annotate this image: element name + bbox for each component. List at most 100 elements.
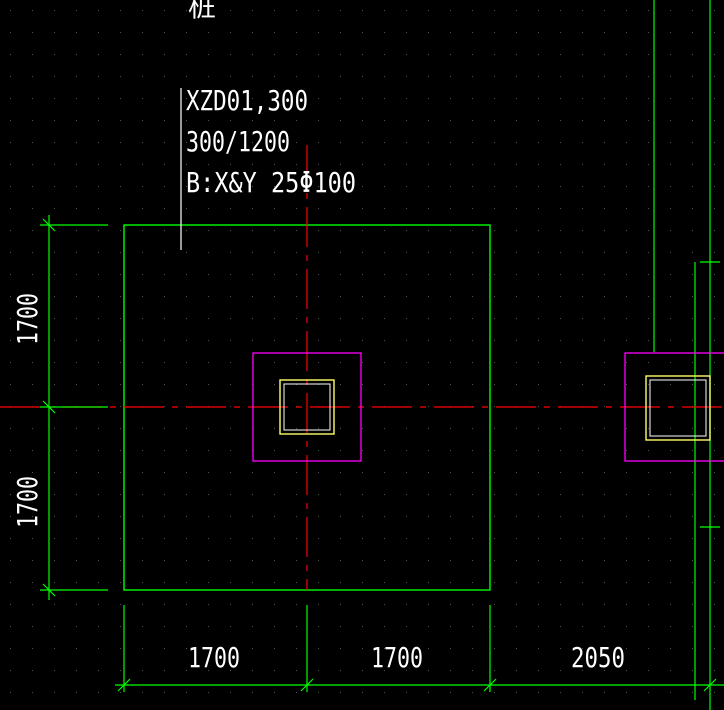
annotation-line-1[interactable]: XZD01,300: [186, 84, 308, 117]
grid-dot: [252, 10, 253, 11]
grid-dot: [98, 670, 99, 671]
column-outer[interactable]: [279, 379, 335, 435]
grid-dot: [450, 692, 451, 693]
right-column-frame[interactable]: [624, 352, 724, 462]
grid-dot: [32, 10, 33, 11]
grid-dot: [186, 582, 187, 583]
grid-dot: [384, 32, 385, 33]
grid-dot: [164, 230, 165, 231]
grid-dot: [54, 164, 55, 165]
grid-dot: [560, 560, 561, 561]
grid-dot: [604, 582, 605, 583]
grid-dot: [296, 670, 297, 671]
grid-dot: [186, 10, 187, 11]
grid-dot: [142, 98, 143, 99]
grid-dot: [32, 98, 33, 99]
grid-dot: [450, 54, 451, 55]
grid-dot: [604, 98, 605, 99]
grid-dot: [714, 208, 715, 209]
grid-dot: [538, 428, 539, 429]
grid-dot: [450, 10, 451, 11]
grid-dot: [428, 428, 429, 429]
grid-dot: [98, 32, 99, 33]
grid-dot: [604, 604, 605, 605]
grid-dot: [318, 164, 319, 165]
grid-dot: [384, 582, 385, 583]
grid-dot: [406, 230, 407, 231]
grid-dot: [32, 76, 33, 77]
grid-dot: [296, 582, 297, 583]
grid-dot: [626, 472, 627, 473]
grid-dot: [54, 472, 55, 473]
grid-dot: [54, 54, 55, 55]
grid-dot: [208, 626, 209, 627]
grid-dot: [516, 230, 517, 231]
grid-dot: [120, 54, 121, 55]
column-frame[interactable]: [252, 352, 362, 462]
grid-dot: [538, 692, 539, 693]
grid-dot: [10, 560, 11, 561]
grid-dot: [274, 54, 275, 55]
grid-dot: [208, 32, 209, 33]
grid-dot: [120, 340, 121, 341]
grid-dot: [582, 626, 583, 627]
column-inner: [283, 383, 331, 431]
annotation-line-2[interactable]: 300/1200: [186, 125, 290, 158]
grid-dot: [692, 604, 693, 605]
grid-dot: [648, 692, 649, 693]
grid-dot: [274, 472, 275, 473]
grid-dot: [406, 428, 407, 429]
grid-dot: [626, 670, 627, 671]
grid-dot: [10, 164, 11, 165]
right-column-outer[interactable]: [645, 375, 711, 441]
grid-dot: [670, 472, 671, 473]
grid-dot: [208, 670, 209, 671]
grid-dot: [274, 516, 275, 517]
grid-dot: [54, 98, 55, 99]
grid-dot: [10, 648, 11, 649]
grid-dot: [714, 230, 715, 231]
grid-dot: [32, 186, 33, 187]
grid-dot: [230, 318, 231, 319]
grid-dot: [186, 494, 187, 495]
grid-dot: [208, 560, 209, 561]
grid-dot: [208, 208, 209, 209]
grid-dot: [318, 230, 319, 231]
horizontal-dimension-right-text: 2050: [571, 641, 625, 674]
grid-dot: [714, 164, 715, 165]
grid-dot: [582, 252, 583, 253]
grid-dot: [648, 318, 649, 319]
annotation-line-3[interactable]: B:X&Y 25Φ100: [186, 166, 356, 199]
grid-dot: [538, 318, 539, 319]
grid-dot: [406, 208, 407, 209]
grid-dot: [450, 296, 451, 297]
grid-dot: [10, 340, 11, 341]
grid-dot: [120, 142, 121, 143]
grid-dot: [230, 428, 231, 429]
grid-dot: [692, 582, 693, 583]
grid-dot: [582, 54, 583, 55]
grid-dot: [362, 10, 363, 11]
grid-dot: [208, 10, 209, 11]
grid-dot: [98, 538, 99, 539]
grid-dot: [538, 32, 539, 33]
grid-dot: [450, 164, 451, 165]
grid-dot: [98, 76, 99, 77]
grid-dot: [714, 10, 715, 11]
grid-dot: [538, 296, 539, 297]
grid-dot: [406, 32, 407, 33]
grid-dot: [76, 582, 77, 583]
grid-dot: [692, 54, 693, 55]
grid-dot: [450, 428, 451, 429]
grid-dot: [76, 10, 77, 11]
grid-dot: [230, 560, 231, 561]
grid-dot: [516, 98, 517, 99]
grid-dot: [274, 450, 275, 451]
grid-dot: [604, 318, 605, 319]
horizontal-tick-2: [300, 678, 314, 692]
grid-dot: [296, 318, 297, 319]
grid-dot: [582, 98, 583, 99]
grid-dot: [362, 120, 363, 121]
grid-dot: [516, 274, 517, 275]
